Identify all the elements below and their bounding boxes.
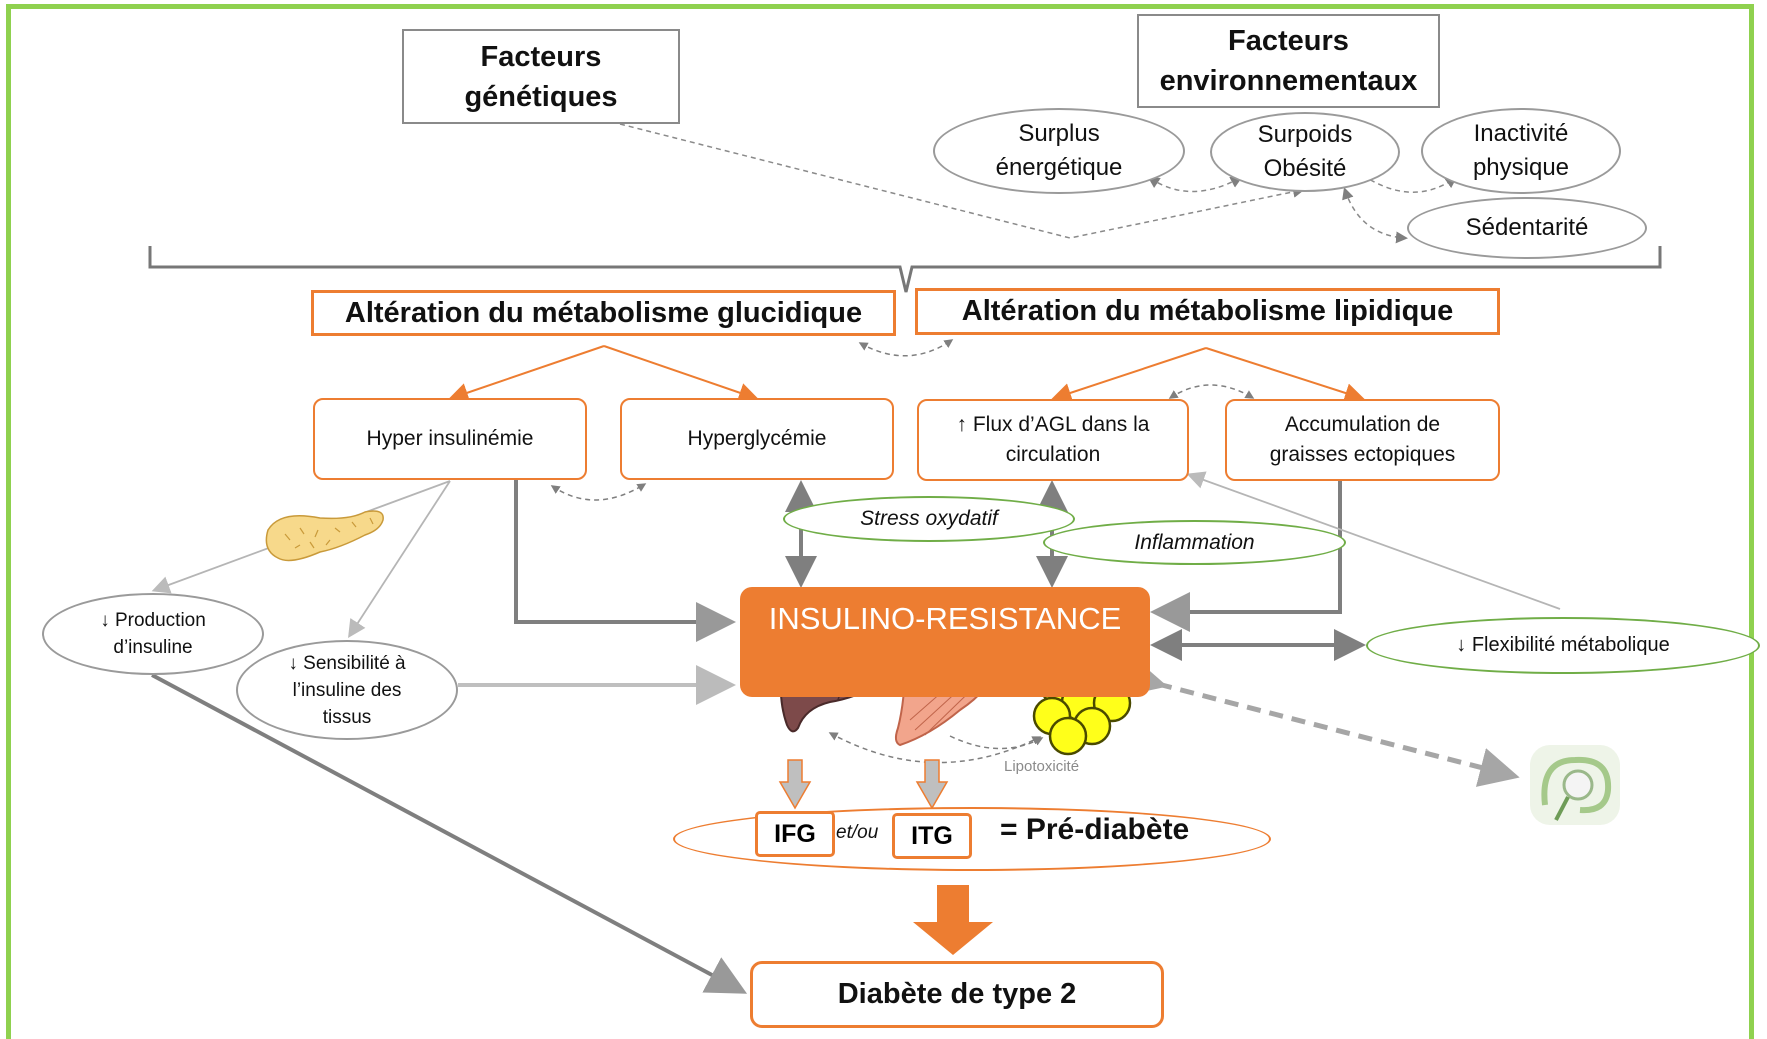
lipotoxicity-label: Lipotoxicité [1004, 758, 1080, 775]
hyperinsulinemia-box: Hyper insulinémie [313, 398, 587, 480]
inflammation-oval: Inflammation [1043, 520, 1346, 565]
lipidic-alteration-label: Altération du métabolisme lipidique [961, 295, 1454, 327]
ectopic-fat-label: Accumulation de graisses ectopiques [1269, 413, 1456, 466]
itg-label: ITG [911, 821, 953, 850]
agl-flux-box: ↑ Flux d’AGL dans la circulation [917, 399, 1189, 481]
agl-flux-label: ↑ Flux d’AGL dans la circulation [956, 413, 1150, 466]
type2-diabetes-box: Diabète de type 2 [750, 961, 1164, 1028]
gut-icon [1530, 745, 1620, 825]
ectopic-fat-box: Accumulation de graisses ectopiques [1225, 399, 1500, 481]
gut-arrow [1123, 657, 1520, 787]
hyperglycemia-box: Hyperglycémie [620, 398, 894, 480]
inflammation-label: Inflammation [1134, 530, 1255, 554]
insulin-resistance-label: INSULINO-RESISTANCE [768, 601, 1122, 636]
itg-box: ITG [892, 813, 972, 859]
obesity-oval: Surpoids Obésité [1210, 112, 1400, 192]
insulin-resistance-box: INSULINO-RESISTANCE [740, 587, 1150, 697]
glucidic-alteration-box: Altération du métabolisme glucidique [311, 290, 896, 336]
environmental-factors-label: Facteurs environnementaux [1159, 25, 1418, 97]
orange-branches [448, 345, 1365, 403]
prediabetes-label: = Pré-diabète [1000, 813, 1190, 846]
genetic-factors-label: Facteurs génétiques [464, 40, 618, 113]
tissue-sensitivity-oval: ↓ Sensibilité à l’insuline des tissus [236, 640, 458, 740]
hyperglycemia-label: Hyperglycémie [687, 427, 827, 450]
oxidative-stress-label: Stress oxydatif [860, 507, 998, 530]
hyperinsulinemia-label: Hyper insulinémie [366, 427, 534, 450]
insulin-production-label: ↓ Production d’insuline [100, 610, 206, 658]
pancreas-icon [265, 510, 384, 562]
ifg-down-arrow [778, 759, 812, 810]
physical-inactivity-oval: Inactivité physique [1421, 108, 1621, 194]
et-ou-label: et/ou [836, 822, 879, 843]
itg-down-arrow [915, 759, 949, 810]
prediabetes-to-t2d-arrow [913, 885, 993, 955]
environmental-factors-box: Facteurs environnementaux [1137, 14, 1440, 108]
gray-connectors [151, 480, 1366, 994]
genetic-factors-box: Facteurs génétiques [402, 29, 680, 124]
lipidic-alteration-box: Altération du métabolisme lipidique [915, 288, 1500, 335]
energy-surplus-oval: Surplus énergétique [933, 108, 1185, 194]
physical-inactivity-label: Inactivité physique [1472, 120, 1570, 181]
glucidic-alteration-label: Altération du métabolisme glucidique [344, 296, 863, 329]
obesity-label: Surpoids Obésité [1257, 121, 1353, 182]
metabolic-flexibility-label: ↓ Flexibilité métabolique [1456, 634, 1670, 656]
energy-surplus-label: Surplus énergétique [995, 120, 1123, 181]
sedentary-oval: Sédentarité [1407, 197, 1647, 259]
ifg-box: IFG [755, 811, 835, 857]
metabolic-flexibility-oval: ↓ Flexibilité métabolique [1366, 617, 1760, 674]
sedentary-label: Sédentarité [1465, 214, 1589, 241]
type2-diabetes-label: Diabète de type 2 [837, 978, 1077, 1010]
tissue-sensitivity-label: ↓ Sensibilité à l’insuline des tissus [288, 652, 406, 728]
ifg-label: IFG [774, 819, 816, 848]
oxidative-stress-oval: Stress oxydatif [783, 496, 1075, 542]
diagram-frame [6, 4, 1754, 1039]
bracket [148, 246, 1662, 293]
insulin-production-oval: ↓ Production d’insuline [42, 593, 264, 675]
